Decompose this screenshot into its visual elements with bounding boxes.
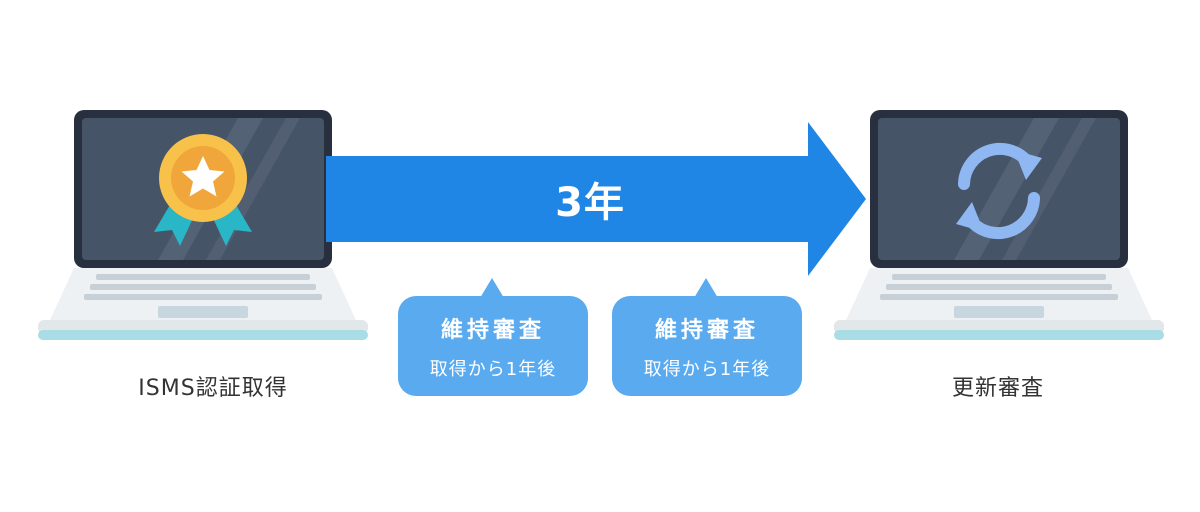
laptop-right: [834, 108, 1164, 348]
bubble-1-title: 維持審査: [440, 318, 545, 343]
bubble-2-subtitle: 取得から1年後: [643, 359, 771, 380]
refresh-icon: [956, 142, 1042, 240]
maintenance-audit-bubble-2: [612, 276, 802, 402]
caption-renewal-audit: 更新審査: [951, 376, 1044, 401]
laptop-left: [38, 108, 368, 348]
laptop-right-illustration: [834, 110, 1164, 340]
three-year-arrow: [326, 122, 866, 276]
bubble-1-shape: [398, 278, 588, 396]
arrow-label: 3年: [555, 180, 625, 226]
bubble-2-shape: [612, 278, 802, 396]
bubble-1-subtitle: 取得から1年後: [429, 359, 557, 380]
caption-isms-acquire: ISMS認証取得: [138, 376, 288, 401]
bubble-2-title: 維持審査: [654, 318, 759, 343]
medal-star-icon: [154, 134, 252, 246]
maintenance-audit-bubble-1: [398, 276, 588, 402]
